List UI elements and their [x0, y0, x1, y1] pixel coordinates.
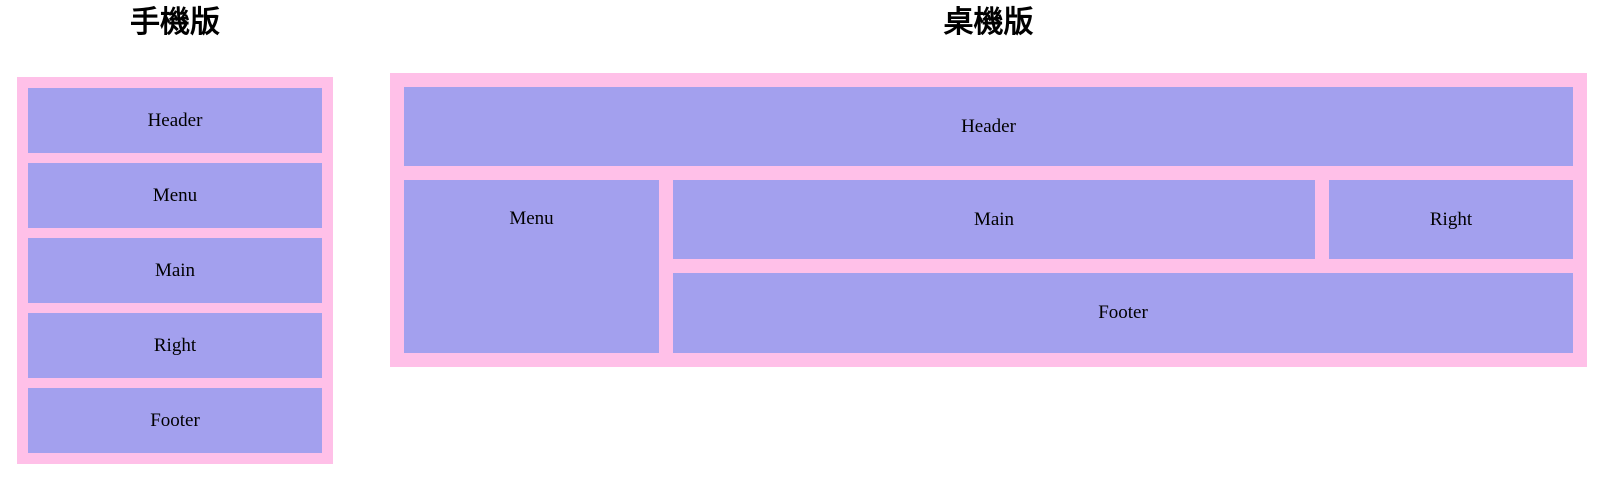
mobile-panel-title: 手機版 — [130, 6, 220, 39]
mobile-frame: Header Menu Main Right Footer — [17, 77, 333, 464]
desktop-block-right-label: Right — [1429, 208, 1473, 230]
mobile-block-header: Header — [28, 88, 322, 153]
mobile-block-header-label: Header — [147, 109, 203, 131]
mobile-block-right: Right — [28, 313, 322, 378]
mobile-block-footer-label: Footer — [150, 409, 200, 431]
mobile-block-menu-label: Menu — [152, 184, 198, 206]
desktop-block-footer-label: Footer — [1098, 302, 1148, 323]
desktop-frame: Header Menu Main Right Footer — [390, 73, 1587, 367]
desktop-block-header: Header — [404, 87, 1573, 166]
desktop-block-header-label: Header — [961, 115, 1016, 137]
desktop-panel-title: 桌機版 — [943, 6, 1034, 39]
desktop-block-right: Right — [1329, 180, 1573, 259]
desktop-block-menu: Menu — [404, 180, 659, 353]
desktop-block-footer: Footer — [673, 273, 1573, 353]
mobile-block-main: Main — [28, 238, 322, 303]
mobile-block-right-label: Right — [153, 334, 197, 356]
mobile-block-main-label: Main — [154, 259, 196, 281]
desktop-block-main: Main — [673, 180, 1315, 259]
mobile-block-footer: Footer — [28, 388, 322, 453]
desktop-block-menu-label: Menu — [509, 208, 554, 229]
mobile-block-menu: Menu — [28, 163, 322, 228]
desktop-block-main-label: Main — [973, 208, 1015, 230]
